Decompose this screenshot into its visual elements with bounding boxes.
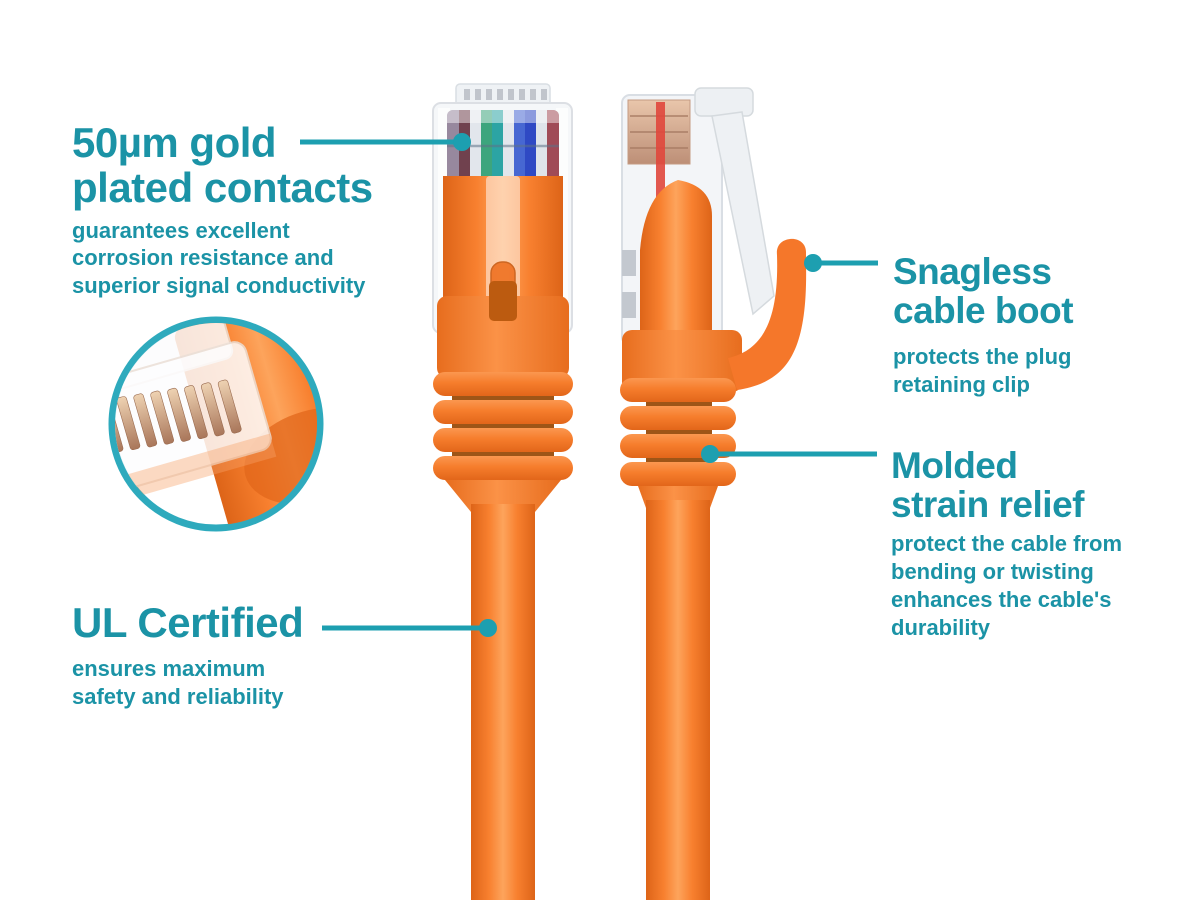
callout-snagless-boot-description: protects the plug retaining clip [893,344,1072,398]
callout-ul-certified-description: ensures maximum safety and reliability [72,656,284,710]
leader-dot-strain-relief [701,445,719,463]
callout-strain-relief-title: Molded strain relief [891,445,1084,526]
callout-snagless-boot-title: Snagless cable boot [893,251,1074,332]
leader-dot-ul-certified [479,619,497,637]
callout-snagless-boot: Snagless cable boot protects the plug re… [893,251,1074,399]
red-wire [656,102,665,220]
zoom-inset [108,316,324,532]
snagless-hook [728,238,807,390]
boot-side-body [622,330,742,392]
inset-gold-pins [115,379,242,453]
boot-front-slot [489,281,517,321]
callout-strain-relief: Molded strain relief protect the cable f… [891,446,1122,641]
callout-strain-relief-description: protect the cable from bending or twisti… [891,531,1123,640]
plug-top-contact-marks [464,89,547,100]
callout-gold-contacts-title: 50µm gold plated contacts [72,119,373,212]
leader-dot-snagless [804,254,822,272]
strain-relief-ridges-front [433,372,573,512]
callout-ul-certified-title: UL Certified [72,599,304,646]
connector-side-view [620,87,807,900]
cable-right [646,500,710,900]
cable-left [471,504,535,900]
connector-front-view [432,83,573,900]
callout-ul-certified: UL Certified ensures maximum safety and … [72,599,304,711]
callout-leaders [300,133,878,637]
latch-clip [694,87,775,316]
strain-relief-ridges-side [620,378,736,508]
leader-dot-gold-contacts [453,133,471,151]
callout-gold-contacts-description: guarantees excellent corrosion resistanc… [72,217,366,299]
boot-front-top [437,296,569,378]
callout-gold-contacts: 50µm gold plated contacts guarantees exc… [72,120,373,300]
plug-side-inner-cable [640,180,712,345]
